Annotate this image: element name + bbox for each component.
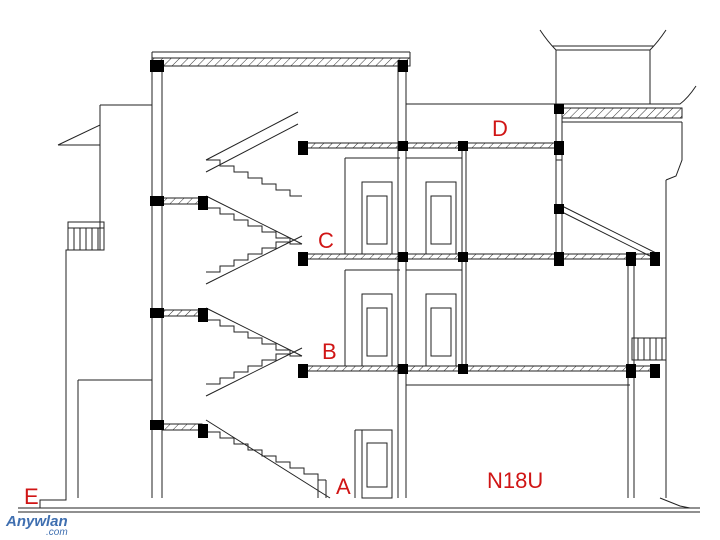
watermark-suffix: .com <box>46 527 68 538</box>
main-tower <box>151 51 411 498</box>
decorative-roofs <box>539 29 697 181</box>
right-wing <box>555 104 667 498</box>
staircase <box>205 111 331 499</box>
label-a: A <box>336 474 351 499</box>
doors <box>354 181 457 499</box>
columns <box>150 60 660 438</box>
code-label: N18U <box>487 468 544 493</box>
left-annex <box>57 104 152 498</box>
label-e: E <box>24 484 39 509</box>
watermark-logo: Anywlan <box>6 513 68 530</box>
label-c: C <box>318 228 334 253</box>
label-b: B <box>322 339 337 364</box>
label-d: D <box>492 116 508 141</box>
ground-line <box>18 497 700 513</box>
